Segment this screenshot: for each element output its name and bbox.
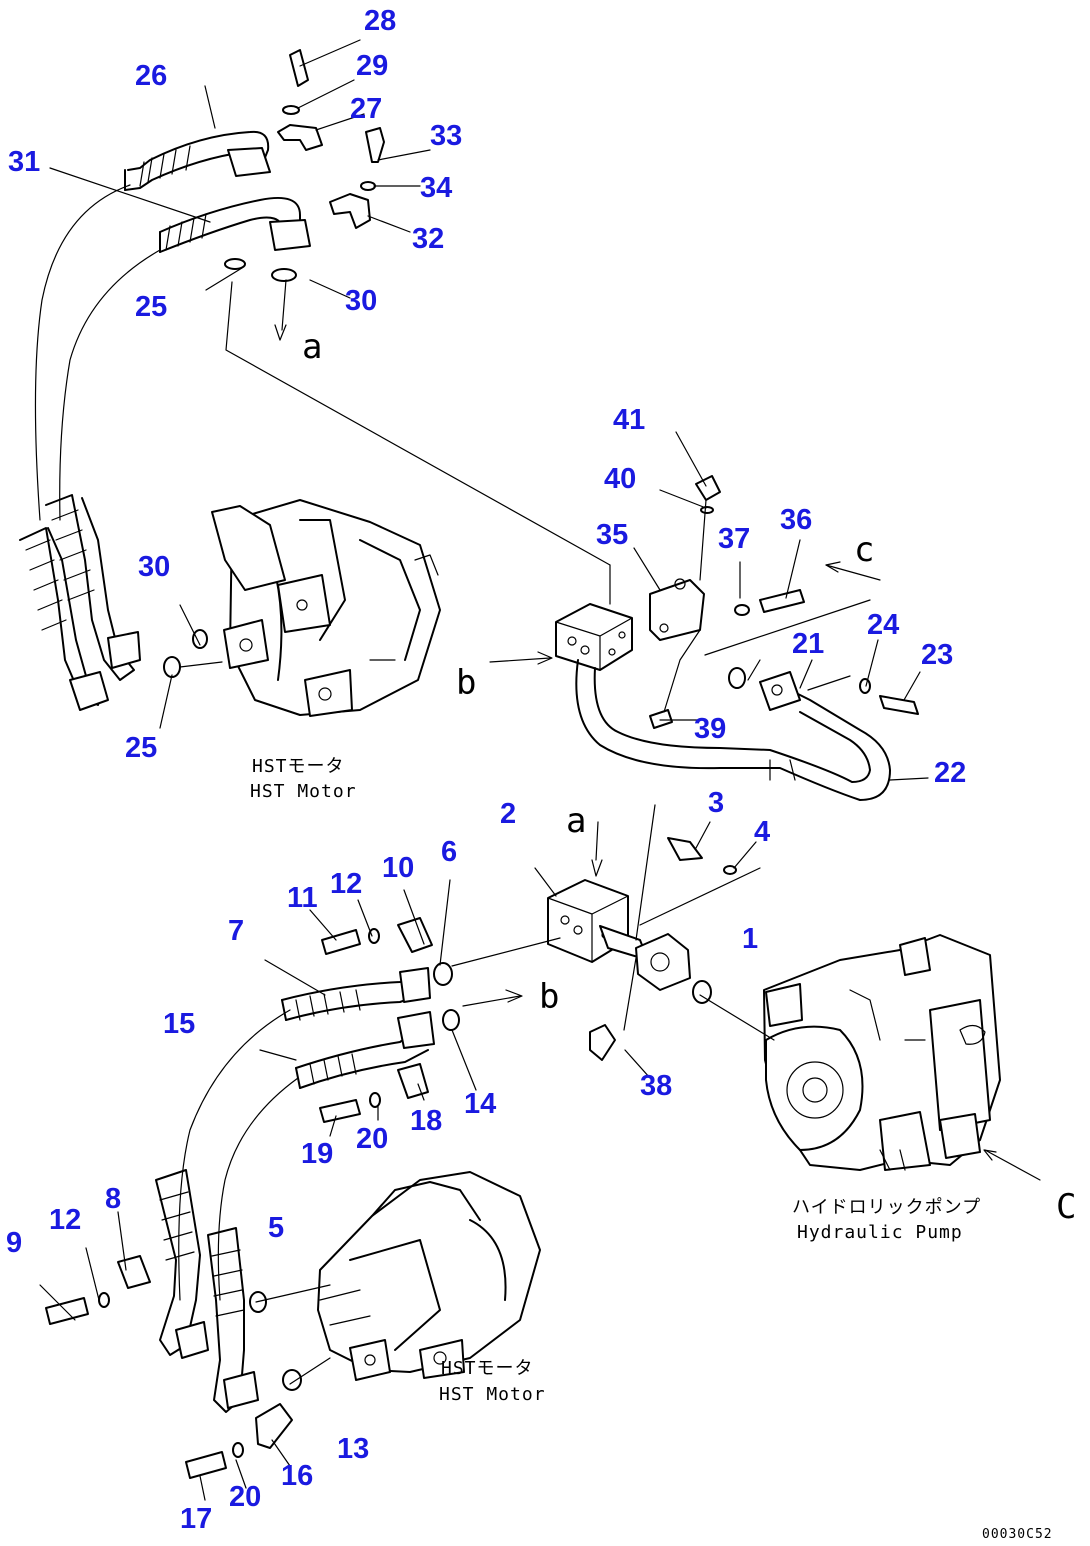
- callout-19: 19: [301, 1138, 333, 1170]
- callout-38: 38: [640, 1070, 672, 1102]
- callout-34: 34: [420, 172, 452, 204]
- top-clamp-parts: [224, 49, 385, 282]
- callout-15: 15: [163, 1008, 195, 1040]
- callout-8: 8: [105, 1183, 121, 1215]
- callout-5: 5: [268, 1212, 284, 1244]
- callout-7: 7: [228, 915, 244, 947]
- callout-4: 4: [754, 816, 770, 848]
- caption-hst-motor-upper-en: HST Motor: [250, 781, 357, 802]
- callout-41: 41: [613, 404, 645, 436]
- callout-26: 26: [135, 60, 167, 92]
- callout-12-upper: 12: [330, 868, 362, 900]
- left-hoses-and-clamp: [19, 494, 141, 711]
- callout-21: 21: [792, 628, 824, 660]
- callout-40: 40: [604, 463, 636, 495]
- callout-20-lower: 20: [229, 1481, 261, 1513]
- fasteners: [45, 928, 712, 1479]
- callout-18: 18: [410, 1105, 442, 1137]
- callout-30-lower: 30: [138, 551, 170, 583]
- callout-36: 36: [780, 504, 812, 536]
- block-35-assembly: [555, 475, 721, 729]
- callout-25-lower: 25: [125, 732, 157, 764]
- hose-22-assembly: [575, 589, 919, 801]
- callout-11: 11: [287, 882, 318, 914]
- ref-letter-b-upper: b: [456, 663, 476, 703]
- ref-letter-a-mid: a: [566, 801, 586, 841]
- caption-hydraulic-pump-en: Hydraulic Pump: [797, 1222, 963, 1243]
- callout-12-lower: 12: [49, 1204, 81, 1236]
- callout-23: 23: [921, 639, 953, 671]
- callout-3: 3: [708, 787, 724, 819]
- callout-39: 39: [694, 713, 726, 745]
- callout-17: 17: [180, 1503, 212, 1535]
- hoses-7-15-assembly: [117, 917, 435, 1449]
- callout-35: 35: [596, 519, 628, 551]
- callout-31: 31: [8, 146, 40, 178]
- callout-32: 32: [412, 223, 444, 255]
- caption-hst-motor-lower-en: HST Motor: [439, 1384, 546, 1405]
- callout-16: 16: [281, 1460, 313, 1492]
- callout-14: 14: [464, 1088, 496, 1120]
- callout-37: 37: [718, 523, 750, 555]
- hst-motor-lower: [317, 1171, 541, 1381]
- callout-28: 28: [364, 5, 396, 37]
- callout-numbers: 1 2 3 4 5 6 7 8 9 10 11 12 12 13 14 15 1…: [6, 5, 966, 1535]
- callout-29: 29: [356, 50, 388, 82]
- callout-25-upper: 25: [135, 291, 167, 323]
- callout-9: 9: [6, 1227, 22, 1259]
- hst-motor-upper: [211, 499, 441, 717]
- callout-27: 27: [350, 93, 382, 125]
- callout-24: 24: [867, 609, 899, 641]
- callout-2: 2: [500, 798, 516, 830]
- callout-13: 13: [337, 1433, 369, 1465]
- ref-letter-b-lower: b: [539, 977, 559, 1017]
- callout-10: 10: [382, 852, 414, 884]
- caption-hydraulic-pump-jp: ハイドロリックポンプ: [792, 1197, 981, 1218]
- leader-lines: [39, 39, 1041, 1501]
- callout-1: 1: [742, 923, 758, 955]
- block-2-assembly: [547, 837, 737, 1061]
- callout-6: 6: [441, 836, 457, 868]
- callout-20-upper: 20: [356, 1123, 388, 1155]
- caption-hst-motor-upper-jp: HSTモータ: [252, 756, 345, 777]
- component-captions: HSTモータ HST Motor HSTモータ HST Motor ハイドロリッ…: [250, 756, 981, 1405]
- reference-letters: a a b b c C: [302, 327, 1076, 1227]
- callout-30-upper: 30: [345, 285, 377, 317]
- drawing-code: 00030C52: [982, 1527, 1053, 1542]
- ref-letter-c-lower: C: [1056, 1187, 1076, 1227]
- callout-22: 22: [934, 757, 966, 789]
- hydraulic-pump: [763, 934, 1001, 1171]
- callout-33: 33: [430, 120, 462, 152]
- o-rings-upper-motor: [163, 629, 223, 678]
- caption-hst-motor-lower-jp: HSTモータ: [441, 1358, 534, 1379]
- hose-26-31-assembly: [34, 130, 311, 521]
- ref-letter-a-top: a: [302, 327, 322, 367]
- ref-letter-c-upper: c: [854, 530, 874, 570]
